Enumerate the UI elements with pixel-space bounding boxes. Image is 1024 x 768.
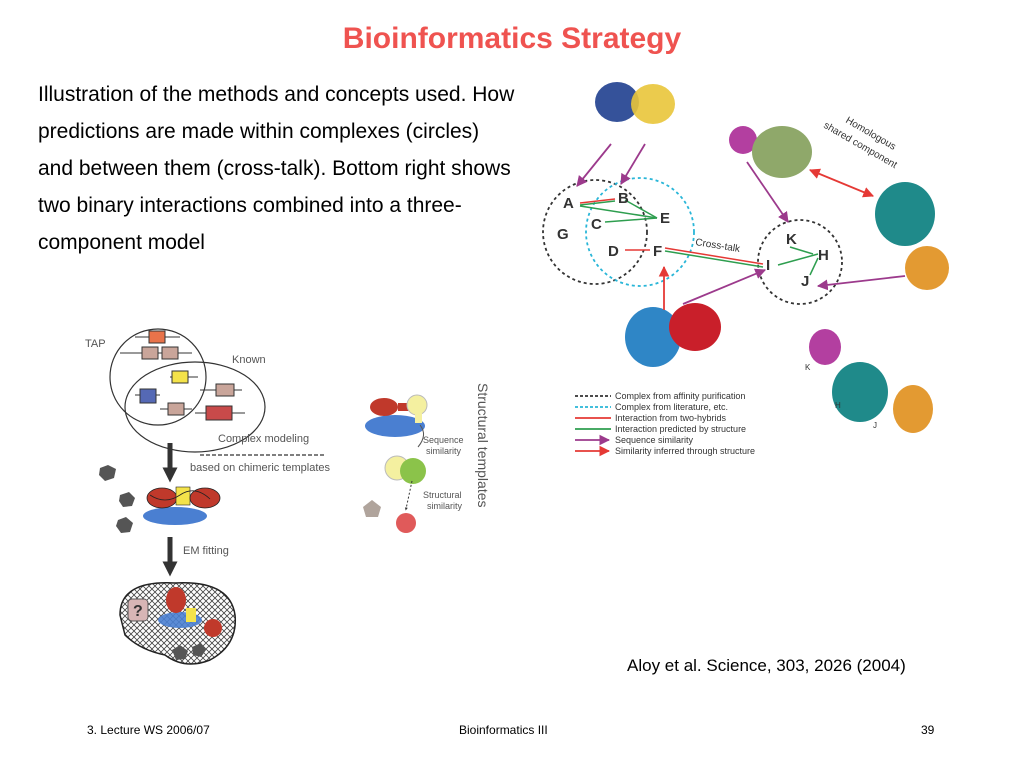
legend-label-6: Similarity inferred through structure (615, 446, 755, 456)
node-j: J (801, 273, 809, 290)
known-label: Known (232, 354, 266, 366)
protein-glyphs (120, 330, 245, 421)
structural-templates: Sequence similarity Structural similarit… (363, 383, 491, 533)
literature-complex (585, 177, 695, 287)
em-fitting-label: EM fitting (183, 545, 229, 557)
unknown-component-label: ? (133, 603, 143, 620)
node-i: I (766, 257, 770, 274)
model-label-j: J (873, 421, 877, 430)
chimeric-label: based on chimeric templates (190, 462, 331, 474)
structural-similarity-label-1: Structural (423, 490, 462, 500)
node-a: A (563, 195, 574, 212)
footer-lecture: 3. Lecture WS 2006/07 (87, 723, 210, 737)
node-k: K (786, 231, 797, 248)
sequence-similarity-label-2: similarity (426, 446, 461, 456)
sequence-similarity-label-1: Sequence (423, 435, 464, 445)
modeling-pipeline-figure: TAP Known Complex modeling based on chim… (85, 328, 491, 665)
known-set (124, 361, 266, 453)
node-h: H (818, 247, 829, 264)
affinity-complex-1 (542, 179, 648, 285)
node-g: G (557, 226, 569, 243)
tap-label: TAP (85, 338, 106, 350)
structural-templates-label: Structural templates (475, 383, 491, 508)
protein-structures (595, 82, 949, 433)
cross-talk-label: Cross-talk (695, 237, 742, 255)
node-e: E (660, 210, 670, 227)
modeled-complex (99, 465, 221, 533)
footer-course: Bioinformatics III (459, 723, 548, 737)
interaction-lines (579, 198, 819, 276)
legend: Complex from affinity purification Compl… (575, 391, 755, 457)
node-b: B (618, 190, 629, 207)
legend-label-3: Interaction from two-hybrids (615, 413, 727, 423)
node-d: D (608, 243, 619, 260)
legend-label-1: Complex from affinity purification (615, 391, 745, 401)
tap-set (109, 328, 207, 426)
structural-similarity-label-2: similarity (427, 501, 462, 511)
similarity-arrows (576, 143, 906, 310)
node-c: C (591, 216, 602, 233)
network-nodes: A B C D E F G K H I J (557, 190, 829, 290)
model-label-k: K (805, 363, 811, 372)
page-number: 39 (921, 723, 935, 737)
model-label-h: H (835, 401, 841, 410)
complex-modeling-label: Complex modeling (218, 433, 309, 445)
slide-description: Illustration of the methods and concepts… (38, 83, 515, 254)
legend-label-2: Complex from literature, etc. (615, 402, 728, 412)
em-density-map: ? (119, 582, 237, 665)
legend-label-4: Interaction predicted by structure (615, 424, 746, 434)
legend-label-5: Sequence similarity (615, 435, 694, 445)
slide-title: Bioinformatics Strategy (342, 22, 682, 55)
node-f: F (653, 243, 662, 260)
interaction-network-figure: A B C D E F G K H I J Cross-talk Homolog… (542, 82, 949, 457)
affinity-complex-2 (757, 219, 843, 305)
citation: Aloy et al. Science, 303, 2026 (2004) (627, 656, 906, 675)
